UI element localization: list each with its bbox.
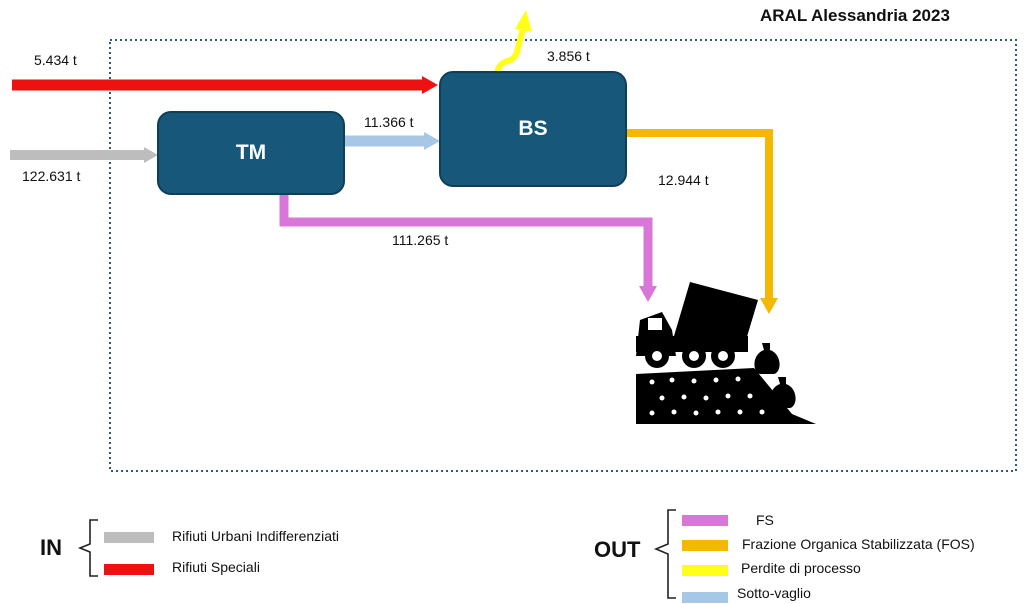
tm-process-box: TM [157,111,345,195]
flow-perdite-arrow [494,10,532,74]
landfill-truck-icon [636,282,816,424]
in-legend-label: Rifiuti Urbani Indifferenziati [172,528,340,544]
out-legend-label: Perdite di processo [741,560,861,576]
in-legend-brace [77,519,98,577]
out-legend-brace [653,509,676,599]
in-legend-swatch [104,564,154,575]
out-legend-heading: OUT [594,537,641,562]
flow-label-fs: 111.265 t [392,232,449,248]
tm-label: TM [235,141,267,164]
diagram-title: ARAL Alessandria 2023 [760,6,950,25]
out-legend-swatch [682,565,728,576]
flow-label-rifiuti-urbani: 122.631 t [22,168,81,184]
flow-fos-arrow [624,129,778,314]
bs-label: BS [518,117,548,140]
out-legend-label: Sotto-vaglio [737,585,811,601]
bs-process-box: BS [439,71,627,187]
out-legend-label: FS [756,512,774,528]
plant-boundary [109,39,1017,472]
out-legend-swatch [682,515,728,526]
flow-sotto-vaglio-arrow [343,132,440,150]
flow-rifiuti-speciali-arrow [12,76,438,94]
flow-label-fos: 12.944 t [658,172,709,188]
out-legend-label: Frazione Organica Stabilizzata (FOS) [742,536,975,552]
out-legend-swatch [682,592,728,603]
in-legend-heading: IN [40,535,62,560]
out-legend-swatch [682,540,728,551]
flow-label-rifiuti-speciali: 5.434 t [34,52,77,68]
flow-label-sotto-vaglio: 11.366 t [364,114,414,130]
flow-rifiuti-urbani-arrow [10,147,158,163]
flow-fs-arrow [279,194,657,302]
in-legend-swatch [104,532,154,543]
in-legend-label: Rifiuti Speciali [172,559,260,575]
flow-label-perdite: 3.856 t [547,48,590,64]
